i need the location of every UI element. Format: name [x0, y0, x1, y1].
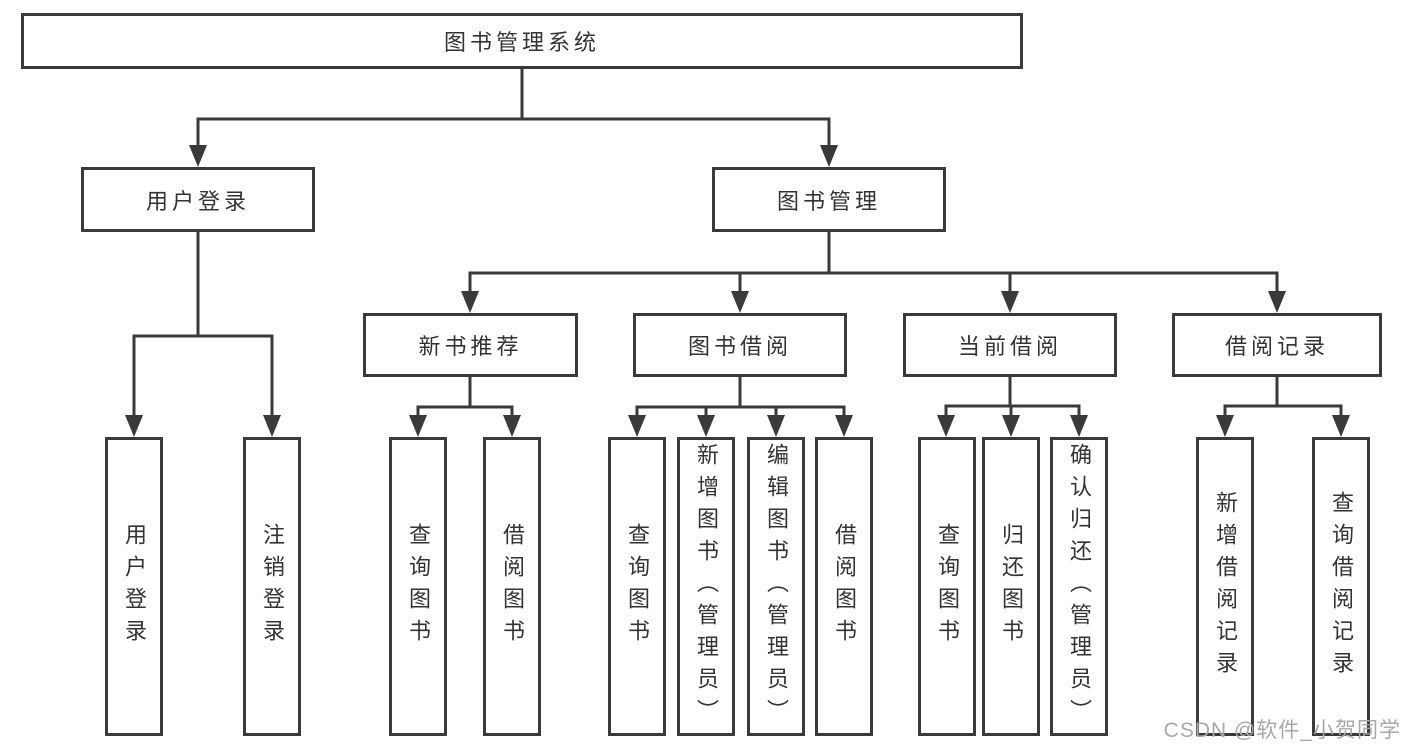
leaf-br-add-record-label: 新增借阅记录	[1213, 490, 1238, 683]
leaf-cb-return-books-label: 归还图书	[999, 522, 1024, 651]
node-root-label: 图书管理系统	[443, 30, 600, 55]
leaf-cb-query-books: 查询图书	[918, 437, 976, 736]
leaf-nbr-borrow-books: 借阅图书	[483, 437, 541, 736]
leaf-nbr-borrow-books-label: 借阅图书	[500, 522, 525, 651]
node-user-login: 用户登录	[81, 167, 315, 232]
leaf-logout-label: 注销登录	[260, 522, 285, 651]
node-user-login-label: 用户登录	[145, 188, 250, 214]
node-book-management: 图书管理	[712, 167, 946, 232]
node-borrow-records-label: 借阅记录	[1224, 334, 1329, 359]
node-current-borrow: 当前借阅	[903, 313, 1117, 377]
leaf-bb-query-books-label: 查询图书	[625, 522, 650, 651]
leaf-user-login-label: 用户登录	[122, 522, 147, 651]
leaf-bb-add-books-admin-label: 新增图书（管理员）	[694, 442, 719, 731]
node-new-book-recommend-label: 新书推荐	[418, 334, 523, 359]
leaf-bb-add-books-admin: 新增图书（管理员）	[677, 437, 735, 736]
leaf-user-login: 用户登录	[105, 437, 163, 736]
leaf-logout: 注销登录	[243, 437, 301, 736]
leaf-bb-borrow-books-label: 借阅图书	[832, 522, 857, 651]
leaf-br-add-record: 新增借阅记录	[1196, 437, 1254, 736]
leaf-nbr-query-books-label: 查询图书	[406, 522, 431, 651]
node-current-borrow-label: 当前借阅	[957, 334, 1062, 359]
node-book-borrow-label: 图书借阅	[687, 334, 792, 359]
node-root: 图书管理系统	[21, 13, 1023, 69]
node-new-book-recommend: 新书推荐	[363, 313, 578, 377]
leaf-nbr-query-books: 查询图书	[389, 437, 447, 736]
leaf-cb-return-books: 归还图书	[982, 437, 1040, 736]
watermark: CSDN @软件_小贺同学	[1163, 719, 1401, 742]
leaf-bb-edit-books-admin: 编辑图书（管理员）	[747, 437, 805, 736]
leaf-br-query-record: 查询借阅记录	[1312, 437, 1370, 736]
leaf-cb-confirm-return-admin-label: 确认归还（管理员）	[1067, 442, 1092, 731]
node-book-management-label: 图书管理	[776, 188, 881, 214]
node-borrow-records: 借阅记录	[1172, 313, 1382, 377]
leaf-bb-borrow-books: 借阅图书	[815, 437, 873, 736]
leaf-bb-query-books: 查询图书	[608, 437, 666, 736]
leaf-cb-confirm-return-admin: 确认归还（管理员）	[1050, 437, 1108, 736]
leaf-cb-query-books-label: 查询图书	[935, 522, 960, 651]
leaf-bb-edit-books-admin-label: 编辑图书（管理员）	[764, 442, 789, 731]
node-book-borrow: 图书借阅	[633, 313, 847, 377]
leaf-br-query-record-label: 查询借阅记录	[1329, 490, 1354, 683]
